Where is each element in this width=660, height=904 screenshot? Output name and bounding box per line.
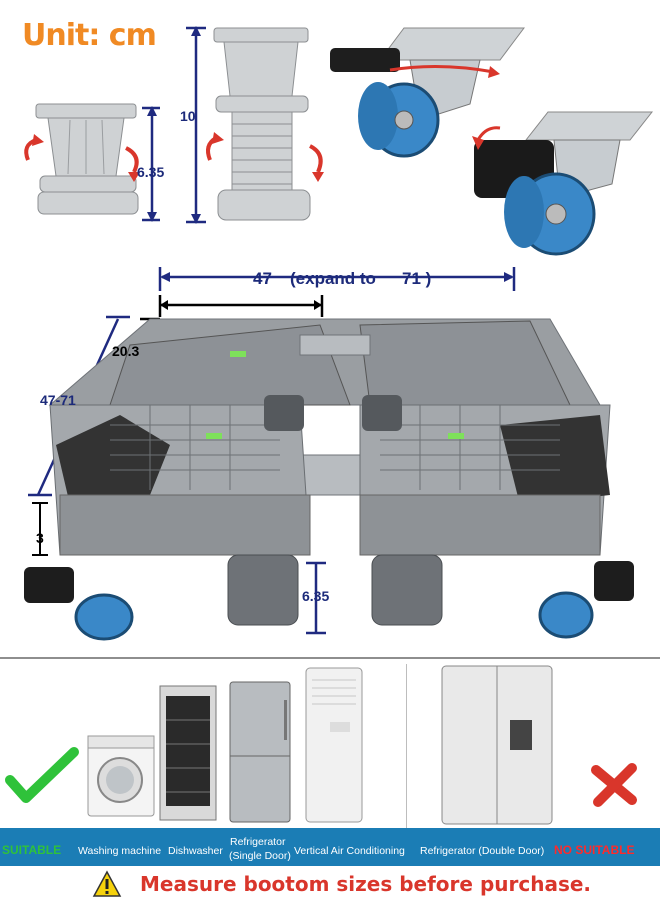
refrigerator-single-label-1: Refrigerator: [230, 836, 286, 848]
refrigerator-double-image: [441, 665, 553, 825]
measure-warning: Measure bootom sizes before purchase.: [140, 872, 592, 896]
refrigerator-single-image: [229, 681, 291, 823]
caster-wheel-image: [330, 27, 525, 158]
not-suitable-label: NO SUITABLE: [554, 843, 635, 857]
caster-wheel-locked-image: [474, 111, 654, 256]
warning-icon: [92, 870, 122, 897]
stand-illustration: [24, 267, 634, 641]
tall-foot-image: [213, 27, 311, 221]
inner-width-label: 20.3: [112, 343, 140, 359]
width-expand-label: (expand to: [290, 269, 376, 288]
not-suitable-icon: [591, 763, 637, 807]
frame-height-label: 3: [36, 530, 44, 546]
foot-height-label: 6.35: [137, 164, 165, 180]
stand-frame: [24, 318, 634, 641]
foot-bottom-label: 6.35: [302, 588, 330, 604]
refrigerator-double-label: Refrigerator (Double Door): [420, 845, 545, 857]
washing-machine-label: Washing machine: [78, 845, 162, 857]
dishwasher-label: Dishwasher: [168, 845, 223, 857]
vertical-ac-image: [305, 667, 363, 823]
appliances-illustration: [5, 665, 637, 825]
vertical-ac-label: Vertical Air Conditioning: [294, 845, 405, 857]
depth-label: 47-71: [40, 392, 76, 408]
section-divider: [0, 657, 660, 659]
foot-extended-label: 10: [180, 108, 196, 124]
appliance-label-bar: [0, 828, 660, 866]
suitable-label: SUITABLE: [2, 843, 62, 857]
width-label: 47: [253, 269, 272, 288]
parts-illustration: [24, 26, 654, 256]
suitability-divider: [406, 664, 407, 828]
short-foot-image: [35, 103, 139, 215]
check-icon: [5, 747, 79, 803]
refrigerator-single-label-2: (Single Door): [229, 850, 291, 862]
unit-label: Unit: cm: [22, 18, 157, 53]
dishwasher-image: [159, 685, 217, 821]
washing-machine-image: [87, 735, 155, 817]
width-expand-value: 71 ): [402, 269, 432, 288]
